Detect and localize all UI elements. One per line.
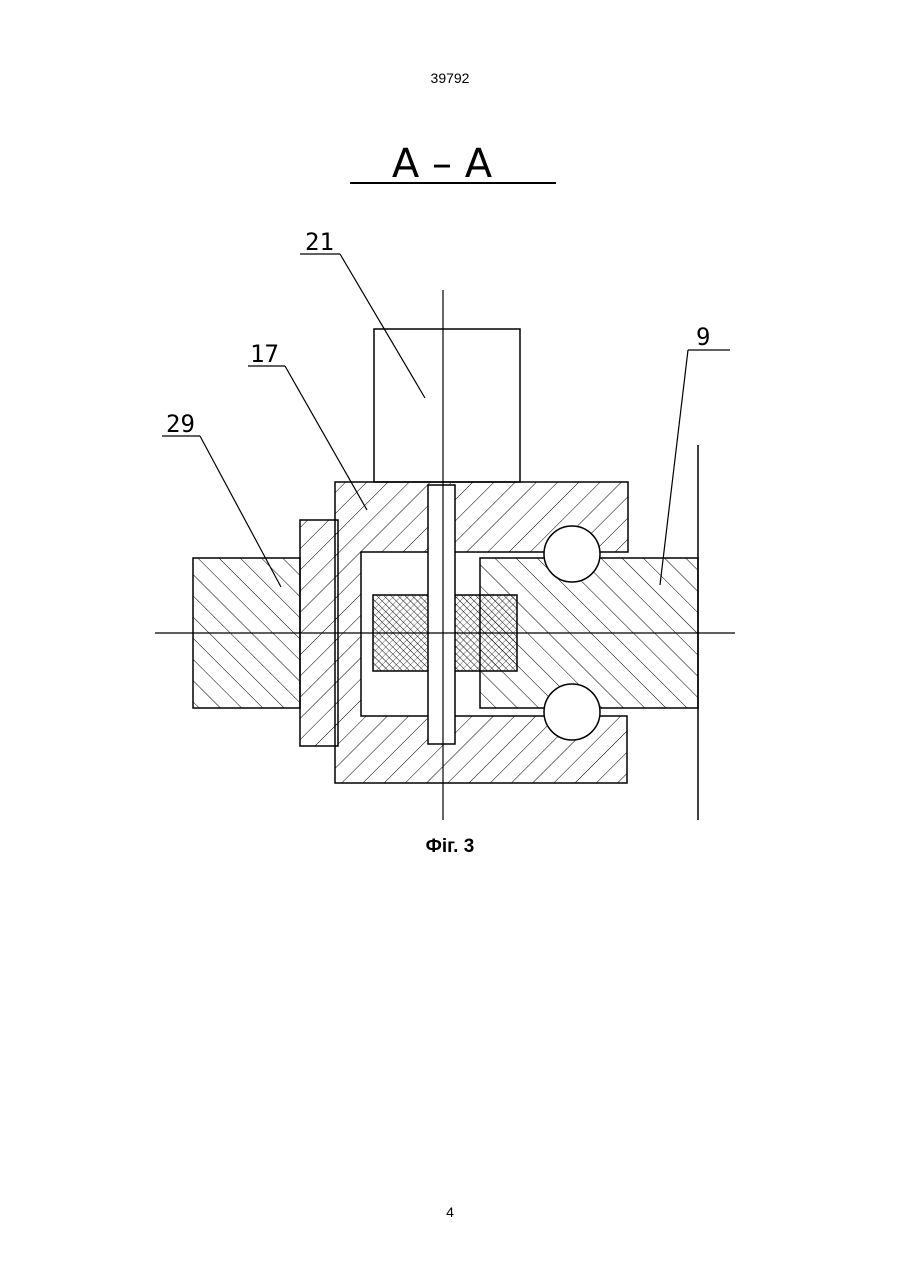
section-label: A – A (392, 141, 493, 187)
ball-top (544, 526, 600, 582)
part-21-block (374, 329, 520, 482)
leader-9 (660, 350, 688, 585)
page-number: 4 (0, 1204, 900, 1220)
label-17: 17 (250, 340, 279, 368)
ball-bottom (544, 684, 600, 740)
leader-17 (285, 366, 367, 510)
central-pin (428, 485, 455, 744)
label-29: 29 (166, 410, 195, 438)
label-21: 21 (305, 228, 334, 256)
figure-caption: Фіг. 3 (0, 836, 900, 858)
label-9: 9 (696, 323, 710, 351)
